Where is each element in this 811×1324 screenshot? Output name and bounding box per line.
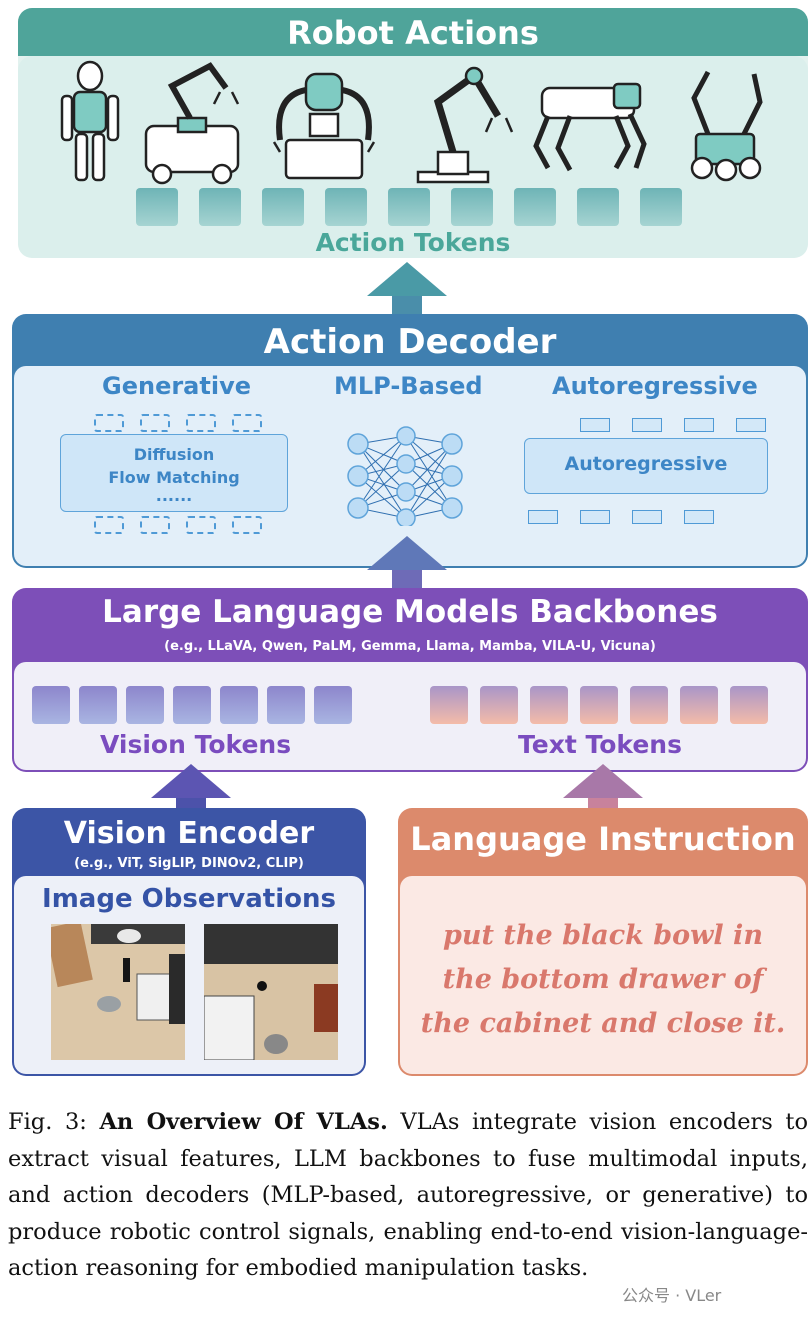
arrow-decoder-to-actions-head <box>367 262 447 296</box>
arrow-llm-to-decoder-head <box>367 536 447 570</box>
generative-model-box: Diffusion Flow Matching ...... <box>60 434 288 512</box>
action-tokens-label: Action Tokens <box>315 228 511 257</box>
arrow-language-to-llm-stem <box>588 796 618 810</box>
caption-prefix: Fig. 3: <box>8 1109 100 1135</box>
mlp-based-label: MLP-Based <box>334 372 483 400</box>
text-token <box>680 686 718 724</box>
generative-input-token <box>186 414 216 432</box>
vision-token <box>173 686 211 724</box>
generative-output-token <box>94 516 124 534</box>
llm-backbones-panel: Large Language Models Backbones (e.g., L… <box>12 588 808 772</box>
autoregressive-output-token <box>528 510 558 524</box>
vision-token <box>126 686 164 724</box>
vision-encoder-title: Vision Encoder <box>63 816 315 851</box>
action-decoder-panel: Action Decoder Generative Diffusion Flow… <box>12 314 808 568</box>
action-decoder-title: Action Decoder <box>263 322 557 362</box>
action-token <box>451 188 493 226</box>
robot-actions-panel: Robot Actions <box>18 8 808 258</box>
mlp-network-icon <box>347 426 463 526</box>
action-token <box>262 188 304 226</box>
generative-line-diffusion: Diffusion <box>133 445 215 464</box>
action-token <box>388 188 430 226</box>
autoregressive-output-token <box>684 510 714 524</box>
autoregressive-model-box: Autoregressive <box>524 438 768 494</box>
figure-caption: Fig. 3: An Overview Of VLAs. VLAs integr… <box>8 1104 808 1287</box>
llm-examples: (e.g., LLaVA, Qwen, PaLM, Gemma, Llama, … <box>164 639 656 654</box>
autoregressive-input-token <box>684 418 714 432</box>
vision-encoder-panel: Vision Encoder (e.g., ViT, SigLIP, DINOv… <box>12 808 366 1076</box>
generative-label: Generative <box>102 372 251 400</box>
generative-output-token <box>232 516 262 534</box>
vision-token <box>314 686 352 724</box>
watermark: 公众号 · VLer <box>622 1286 722 1305</box>
text-token <box>580 686 618 724</box>
autoregressive-output-token <box>632 510 662 524</box>
text-token <box>480 686 518 724</box>
robot-actions-title: Robot Actions <box>287 14 539 52</box>
text-token <box>430 686 468 724</box>
generative-output-token <box>186 516 216 534</box>
vision-tokens-label: Vision Tokens <box>100 730 292 759</box>
generative-output-token <box>140 516 170 534</box>
autoregressive-inner-label: Autoregressive <box>564 453 728 475</box>
image-observation-1 <box>51 924 185 1060</box>
robot-actions-header: Robot Actions <box>18 8 808 56</box>
autoregressive-output-token <box>580 510 610 524</box>
llm-backbones-title: Large Language Models Backbones <box>102 594 718 630</box>
action-token <box>577 188 619 226</box>
humanoid-robot-icon <box>60 60 120 182</box>
vision-encoder-examples: (e.g., ViT, SigLIP, DINOv2, CLIP) <box>74 856 304 871</box>
quadruped-robot-icon <box>533 82 647 172</box>
autoregressive-label: Autoregressive <box>552 372 758 400</box>
action-token <box>136 188 178 226</box>
autoregressive-input-token <box>580 418 610 432</box>
dual-arm-robot-icon <box>272 72 376 180</box>
action-token <box>325 188 367 226</box>
language-instruction-title: Language Instruction <box>410 820 796 858</box>
image-observations-title: Image Observations <box>42 884 336 914</box>
wheeled-dual-arm-robot-icon <box>690 70 763 182</box>
instruction-text: put the black bowl in the bottom drawer … <box>420 920 786 1039</box>
language-instruction-body: put the black bowl in the bottom drawer … <box>400 876 806 1074</box>
vision-token <box>79 686 117 724</box>
text-token <box>530 686 568 724</box>
arrow-language-to-llm-head <box>563 764 643 798</box>
vision-token <box>267 686 305 724</box>
autoregressive-input-token <box>736 418 766 432</box>
autoregressive-input-token <box>632 418 662 432</box>
vision-encoder-body: Image Observations <box>14 876 364 1074</box>
image-observation-2 <box>204 924 338 1060</box>
robot-arm-icon <box>416 66 514 184</box>
text-token <box>630 686 668 724</box>
caption-text: VLAs integrate vision encoders to extrac… <box>8 1109 808 1281</box>
arrow-decoder-to-actions-stem <box>392 296 422 316</box>
generative-line-ellipsis: ...... <box>155 486 193 505</box>
generative-input-token <box>94 414 124 432</box>
vision-token <box>220 686 258 724</box>
generative-input-token <box>232 414 262 432</box>
action-token <box>199 188 241 226</box>
action-decoder-body: Generative Diffusion Flow Matching .....… <box>14 366 806 566</box>
arrow-vision-to-llm-head <box>151 764 231 798</box>
generative-input-token <box>140 414 170 432</box>
text-tokens-label: Text Tokens <box>518 730 682 759</box>
llm-body: Vision Tokens Text Tokens <box>14 662 806 770</box>
action-token <box>514 188 556 226</box>
language-instruction-panel: Language Instruction put the black bowl … <box>398 808 808 1076</box>
arrow-vision-to-llm-stem <box>176 796 206 810</box>
text-token <box>730 686 768 724</box>
mobile-manipulator-icon <box>144 62 240 185</box>
action-token <box>640 188 682 226</box>
generative-line-flow-matching: Flow Matching <box>108 468 240 487</box>
arrow-llm-to-decoder-stem <box>392 570 422 590</box>
robot-icons-row <box>60 60 763 185</box>
vision-token <box>32 686 70 724</box>
caption-bold: An Overview Of VLAs. <box>99 1109 388 1135</box>
